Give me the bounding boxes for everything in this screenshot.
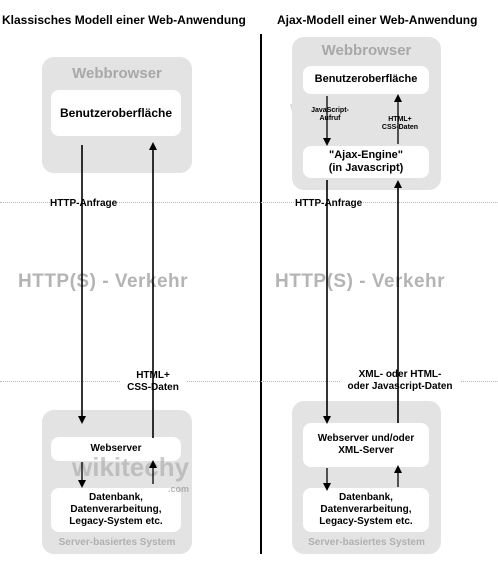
right-html-css-label: HTML+ CSS-Daten [381, 116, 419, 132]
left-ui-label: Benutzeroberfläche [59, 105, 173, 120]
right-browser-title: Webbrowser [321, 42, 412, 59]
right-ui-box: Benutzeroberfläche [303, 66, 429, 94]
right-column-title: Ajax-Modell einer Web-Anwendung [277, 13, 478, 27]
left-server-footer: Server-basiertes System [58, 537, 176, 548]
left-webserver-label: Webserver [90, 443, 142, 454]
watermark-logo: wikitechy [72, 452, 190, 482]
browser-boundary-line [0, 202, 498, 203]
right-response-label: XML- oder HTML- oder Javascript-Daten [340, 369, 460, 393]
right-request-label: HTTP-Anfrage [295, 197, 363, 211]
left-browser-title: Webbrowser [72, 65, 162, 82]
right-server-panel: Webserver und/oder XML-Server Datenbank,… [292, 401, 441, 554]
right-engine-label: "Ajax-Engine" (in Javascript) [328, 148, 404, 174]
left-webserver-box: Webserver [51, 437, 181, 461]
column-divider [260, 34, 262, 554]
left-traffic-label: HTTP(S) - Verkehr [18, 271, 189, 292]
right-db-box: Datenbank, Datenverarbeitung, Legacy-Sys… [303, 488, 429, 532]
right-webserver-box: Webserver und/oder XML-Server [303, 423, 429, 467]
left-request-label: HTTP-Anfrage [50, 197, 118, 211]
left-ui-box: Benutzeroberfläche [51, 90, 181, 136]
right-browser-panel: Webbrowser Benutzeroberfläche "Ajax-Engi… [292, 37, 441, 190]
right-server-footer: Server-basiertes System [308, 537, 425, 548]
left-server-panel: Webserver Datenbank, Datenverarbeitung, … [42, 410, 192, 554]
server-boundary-line [0, 381, 498, 382]
right-webserver-label: Webserver und/oder XML-Server [317, 433, 415, 456]
left-db-label: Datenbank, Datenverarbeitung, Legacy-Sys… [69, 492, 163, 527]
right-traffic-label: HTTP(S) - Verkehr [275, 271, 446, 292]
right-js-call-label: JavaScript- Aufruf [311, 107, 349, 123]
right-ui-label: Benutzeroberfläche [314, 73, 418, 86]
right-engine-box: "Ajax-Engine" (in Javascript) [303, 146, 429, 178]
left-browser-panel: Webbrowser Benutzeroberfläche [42, 57, 192, 173]
watermark-domain: .com [168, 484, 190, 494]
left-db-box: Datenbank, Datenverarbeitung, Legacy-Sys… [51, 488, 181, 532]
right-db-label: Datenbank, Datenverarbeitung, Legacy-Sys… [319, 492, 413, 527]
left-column-title: Klassisches Modell einer Web-Anwendung [2, 13, 246, 27]
